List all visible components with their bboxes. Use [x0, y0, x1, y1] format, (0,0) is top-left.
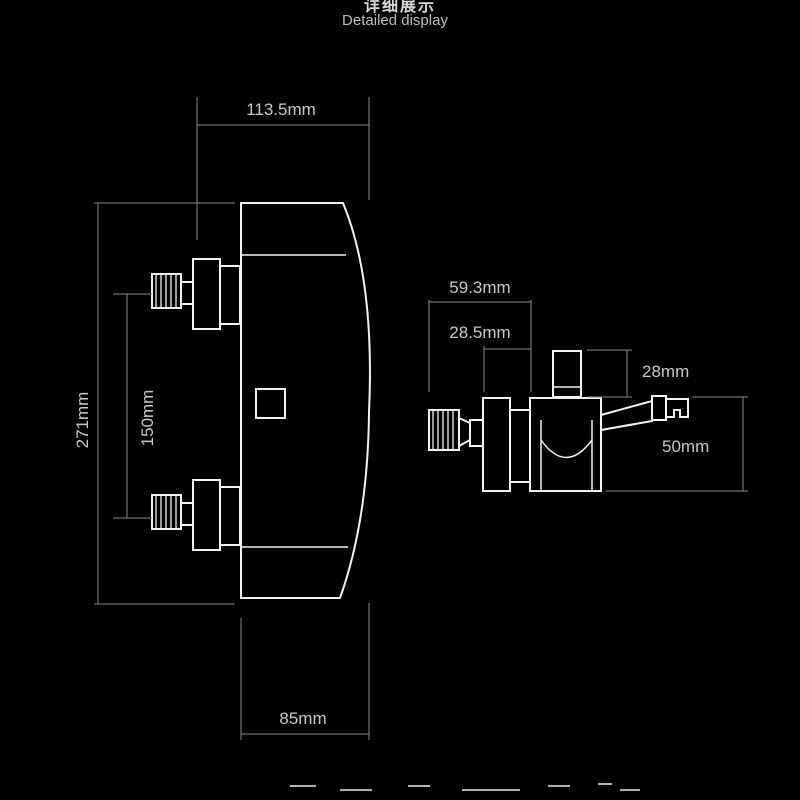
lower-inlet-flange — [192, 479, 221, 551]
dimension-outlet-height: 50mm — [606, 396, 748, 492]
dimension-height: 271mm — [73, 202, 235, 605]
side-outlet-collar — [651, 395, 667, 421]
side-nut — [509, 409, 531, 483]
dimension-label-knob-height: 28mm — [642, 362, 689, 381]
dimension-label-height: 271mm — [73, 392, 92, 449]
bottom-cropped-fragments — [290, 783, 640, 791]
dimension-label-side-offset: 28.5mm — [449, 323, 510, 342]
dimension-label-width-top: 113.5mm — [246, 100, 316, 119]
dimension-label-outlet-height: 50mm — [662, 437, 709, 456]
dimension-bottom-depth: 85mm — [240, 603, 370, 740]
side-view: 59.3mm 28.5mm 28mm 50mm — [428, 278, 748, 492]
center-square-mark — [255, 388, 286, 419]
dimension-side-offset: 28.5mm — [449, 323, 532, 392]
dimension-top-width: 113.5mm — [196, 97, 370, 240]
side-flange — [482, 397, 511, 492]
side-outlet-nozzle — [665, 398, 689, 418]
title-english: Detailed display — [342, 12, 448, 29]
title-chinese: 详细展示 — [363, 0, 436, 15]
side-top-knob — [552, 350, 582, 398]
side-inlet-neck — [469, 419, 484, 447]
side-inlet-thread — [428, 409, 460, 451]
upper-inlet — [151, 258, 241, 330]
upper-inlet-neck — [180, 281, 194, 305]
valve-body — [240, 202, 371, 599]
lower-inlet — [151, 479, 241, 551]
upper-inlet-nut — [219, 265, 241, 325]
side-body-curve — [540, 439, 593, 459]
front-view: 113.5mm 271mm 150mm 85mm — [73, 97, 371, 740]
upper-inlet-flange — [192, 258, 221, 330]
dimension-label-bottom-depth: 85mm — [279, 709, 326, 728]
side-inlet-taper — [458, 416, 471, 448]
dimension-inlet-spacing: 150mm — [113, 293, 157, 519]
lower-inlet-neck — [180, 502, 194, 526]
side-outlet-arm — [600, 399, 653, 432]
dimension-label-inlet-spacing: 150mm — [138, 390, 157, 447]
dimension-knob-height: 28mm — [587, 349, 689, 398]
lower-inlet-nut — [219, 486, 241, 546]
dimension-label-side-length: 59.3mm — [449, 278, 510, 297]
